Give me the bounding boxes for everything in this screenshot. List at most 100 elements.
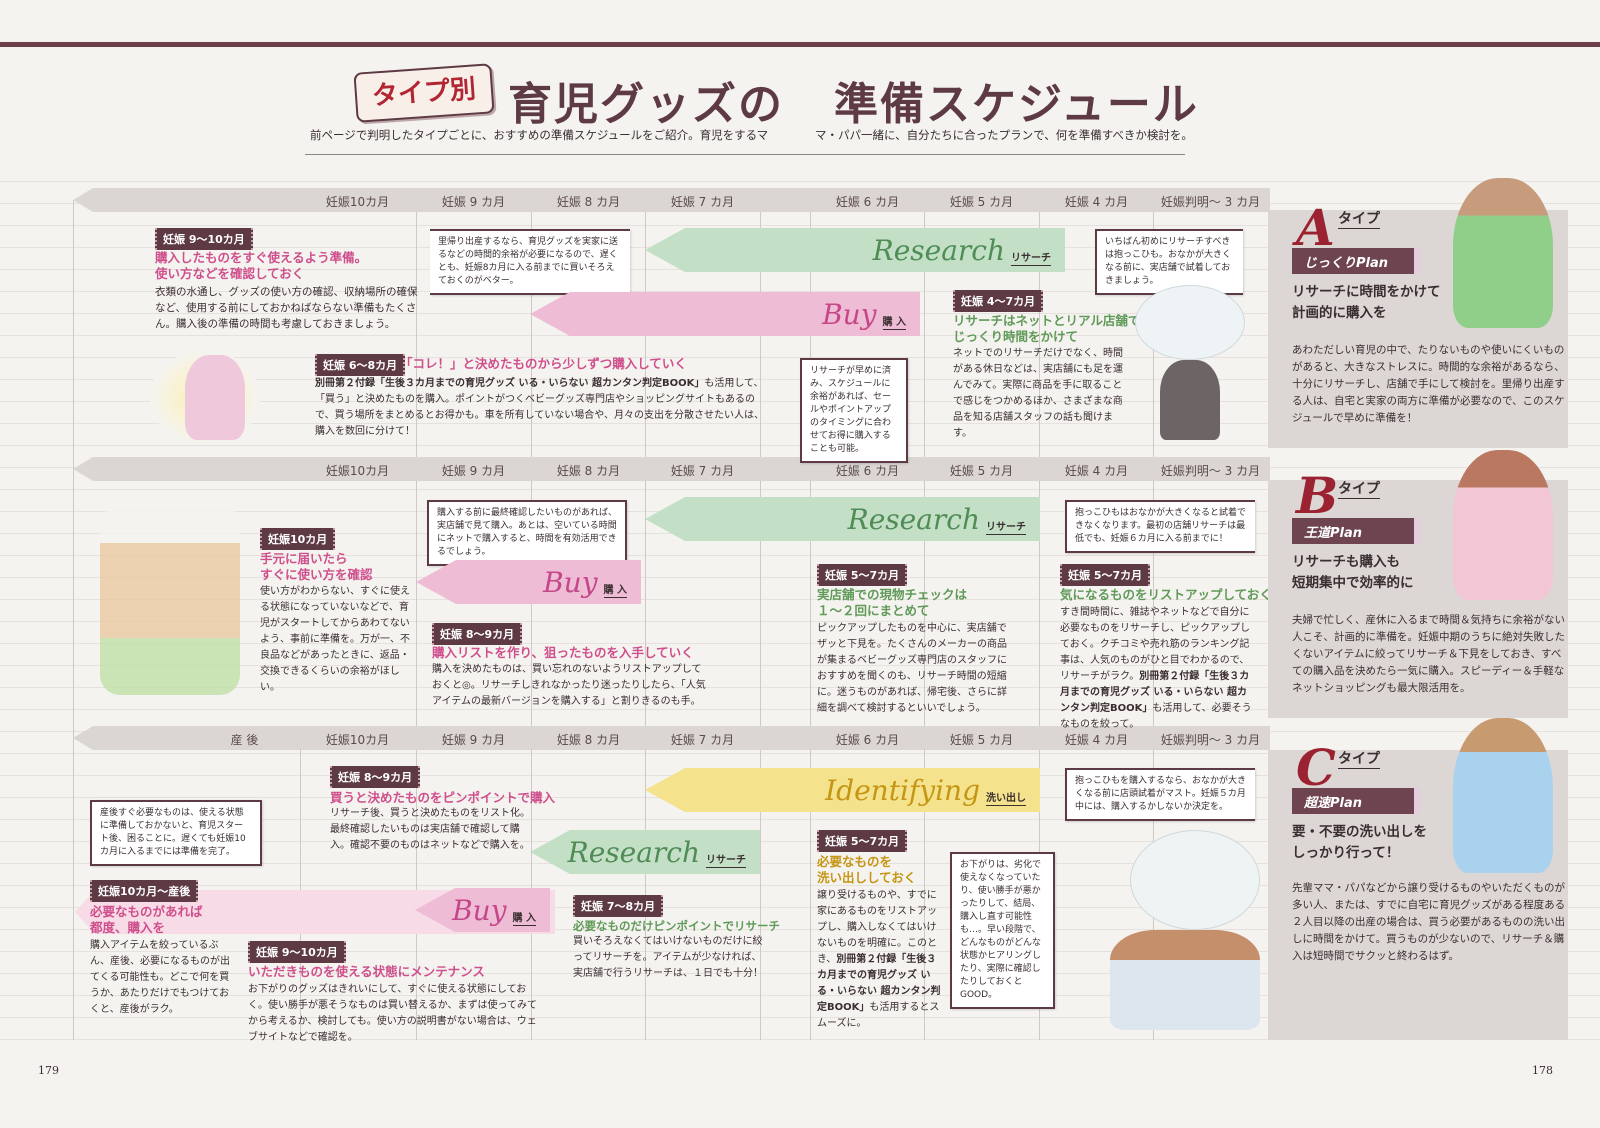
panel-body: あわただしい育児の中で、たりないものや使いにくいものがあると、大きなストレスに。…: [1292, 344, 1565, 424]
panel-body: 夫婦で忙しく、産休に入るまで時間＆気持ちに余裕がない人こそ、計画的に準備を。妊娠…: [1292, 614, 1565, 694]
month-header-c: [73, 726, 1270, 750]
divider: [810, 200, 811, 1040]
book-reference: 別冊第２付録「生後３カ月までの育児グッズ いる・いらない 超カンタン判定BOOK…: [1060, 671, 1250, 714]
speech-note: 購入する前に最終確認したいものがあれば、実店舗で見て購入。あとは、空いている時間…: [427, 500, 627, 566]
block-body: 買いそろえなくてはいけないものだけに絞ってリサーチを。アイテムが少なければ、実店…: [573, 936, 763, 979]
arrow-label: Buy: [822, 298, 877, 331]
type-a-panel: A タイプ じっくりPlan リサーチに時間をかけて 計画的に購入を あわただし…: [1268, 178, 1568, 448]
page-number-right: 178: [1532, 1064, 1553, 1077]
block-body: 譲り受けるものや、すでに家にあるものをリストアップし、購入しなくてはいけないもの…: [817, 888, 945, 1032]
period-tag: 妊娠 6～8カ月: [315, 354, 406, 376]
block-heading: 気になるものをリストアップしておく: [1060, 587, 1272, 602]
panel-heading: 短期集中で効率的に: [1292, 575, 1414, 591]
block-heading: 実店舗での現物チェックは: [817, 587, 968, 602]
block-body: 購入アイテムを絞っているぶん、産後、必要になるものが出てくる可能性も。どこで何を…: [90, 940, 230, 1015]
block-body: ピックアップしたものを中心に、実店舗でザッと下見を。たくさんのメーカーの商品が集…: [817, 623, 1007, 714]
block-heading: 必要なものだけピンポイントでリサーチ: [573, 919, 780, 933]
illustration-thought-bubble: [1135, 285, 1245, 360]
identifying-arrow: Identifying 洗い出し: [645, 768, 1040, 812]
month-label: 妊娠 5 カ月: [949, 195, 1014, 209]
plan-badge: 王道Plan: [1292, 518, 1420, 544]
arrow-label: Identifying: [825, 774, 980, 807]
illustration-woman-pink: [1453, 450, 1553, 600]
block-body: すき間時間に、雑誌やネットなどで自分に必要なものをリサーチし、ピックアップしてお…: [1060, 605, 1255, 733]
block-heading: リサーチはネットとリアル店舗で: [953, 313, 1141, 328]
speech-note: 里帰り出産するなら、育児グッズを実家に送るなどの時間的余裕が必要になるので、遅く…: [430, 229, 630, 295]
period-tag: 妊娠 5～7カ月: [1060, 564, 1151, 586]
month-label: 妊娠 4 カ月: [1064, 733, 1129, 747]
type-label: タイプ: [1338, 478, 1380, 499]
month-label: 妊娠 7 カ月: [670, 464, 735, 478]
divider: [760, 200, 761, 1040]
arrow-label-jp: 洗い出し: [986, 789, 1026, 806]
month-label: 妊娠 8 カ月: [556, 733, 621, 747]
arrow-label-jp: 購 入: [882, 313, 906, 330]
block-body: ネットでのリサーチだけでなく、時間がある休日などは、実店舗にも足を運んでみて。実…: [953, 348, 1123, 439]
type-letter: C: [1296, 738, 1336, 797]
divider: [645, 200, 646, 1040]
body-text: も活用するとスムーズに。: [817, 1002, 940, 1029]
month-label: 妊娠10カ月: [325, 195, 390, 209]
body-text: すき間時間に、雑誌やネットなどで自分に必要なものをリサーチし、ピックアップしてお…: [1060, 607, 1250, 682]
speech-note: 産後すぐ必要なものは、使える状態に準備しておかないと、育児スタート後、困ることに…: [90, 800, 262, 866]
month-label: 妊娠判明～ 3 カ月: [1160, 464, 1261, 478]
book-reference: 別冊第２付録「生後３カ月までの育児グッズ いる・いらない 超カンタン判定BOOK…: [817, 954, 941, 1013]
panel-heading: 計画的に購入を: [1292, 305, 1387, 321]
arrow-label: Buy: [543, 566, 598, 599]
type-b-panel: B タイプ 王道Plan リサーチも購入も 短期集中で効率的に 夫婦で忙しく、産…: [1268, 450, 1568, 718]
divider: [924, 200, 925, 1040]
period-tag: 妊娠 9～10カ月: [155, 228, 253, 250]
month-label: 妊娠 5 カ月: [949, 464, 1014, 478]
block-heading: １～２回にまとめて: [817, 603, 930, 618]
block-heading: 都度、購入を: [90, 920, 166, 935]
type-label: タイプ: [1338, 748, 1380, 769]
divider: [1153, 200, 1154, 1040]
divider: [416, 200, 417, 1040]
arrow-label-jp: リサーチ: [986, 518, 1026, 535]
month-label: 妊娠 9 カ月: [441, 733, 506, 747]
block-body: 使い方がわからない、すぐに使える状態になっていないなどで、育児がスタートしてから…: [260, 586, 410, 693]
type-label: タイプ: [1338, 208, 1380, 229]
month-label: 妊娠 6 カ月: [835, 733, 900, 747]
month-label: 妊娠 8 カ月: [556, 464, 621, 478]
buy-arrow: Buy 購 入: [530, 292, 920, 336]
month-label: 妊娠判明～ 3 カ月: [1160, 733, 1261, 747]
speech-note: 抱っこひもはおなかが大きくなると試着できなくなります。最初の店舗リサーチは最低で…: [1065, 500, 1255, 553]
month-header-b: [73, 457, 1270, 481]
body-text: も活用して、必要そうなものを絞って。: [1060, 703, 1252, 730]
book-reference: 別冊第２付録「生後３カ月までの育児グッズ いる・いらない 超カンタン判定BOOK…: [315, 378, 705, 389]
divider: [1039, 200, 1040, 1040]
speech-note: 抱っこひもを購入するなら、おなかが大きくなる前に店頭試着がマスト。妊娠５カ月中に…: [1065, 768, 1255, 821]
arrow-label: Research: [847, 503, 980, 536]
period-tag: 妊娠 9～10カ月: [248, 941, 346, 963]
block-heading: 購入リストを作り、狙ったものを入手していく: [432, 645, 694, 660]
arrow-label: Buy: [452, 894, 507, 927]
month-label: 妊娠 5 カ月: [949, 733, 1014, 747]
lead-right: マ・パパ一緒に、自分たちに合ったプランで、何を準備すべきか検討を。: [815, 128, 1193, 142]
block-body: 別冊第２付録「生後３カ月までの育児グッズ いる・いらない 超カンタン判定BOOK…: [315, 376, 770, 440]
timeline-frame: [73, 200, 74, 1040]
divider: [531, 200, 532, 1040]
speech-note: リサーチが早めに済み、スケジュールに余裕があれば、セールやポイントアップのタイミ…: [800, 358, 908, 463]
illustration-woman-blue: [1453, 718, 1553, 873]
title-part2: 準備スケジュール: [834, 79, 1199, 130]
period-tag: 妊娠10カ月～産後: [90, 880, 199, 902]
title-tag: タイプ別: [353, 63, 495, 123]
arrow-label: Research: [872, 234, 1005, 267]
block-heading: じっくり時間をかけて: [953, 329, 1079, 344]
panel-heading: リサーチも購入も: [1292, 554, 1400, 570]
block-heading: 手元に届いたら: [260, 551, 348, 566]
period-tag: 妊娠 5～7カ月: [817, 830, 908, 852]
month-label: 妊娠判明～ 3 カ月: [1160, 195, 1261, 209]
period-tag: 妊娠 8～9カ月: [432, 623, 523, 645]
divider: [300, 738, 301, 1040]
illustration-figure: [185, 355, 245, 440]
month-label: 妊娠 7 カ月: [670, 733, 735, 747]
illustration-woman-phone: [1160, 360, 1220, 440]
block-heading: すぐに使い方を確認: [260, 567, 373, 582]
month-label: 妊娠 9 カ月: [441, 464, 506, 478]
block-heading: いただきものを使える状態にメンテナンス: [248, 964, 485, 979]
month-label: 妊娠 9 カ月: [441, 195, 506, 209]
block-body: 購入を決めたものは、買い忘れのないようリストアップしておくと◎。リサーチしきれな…: [432, 664, 706, 707]
